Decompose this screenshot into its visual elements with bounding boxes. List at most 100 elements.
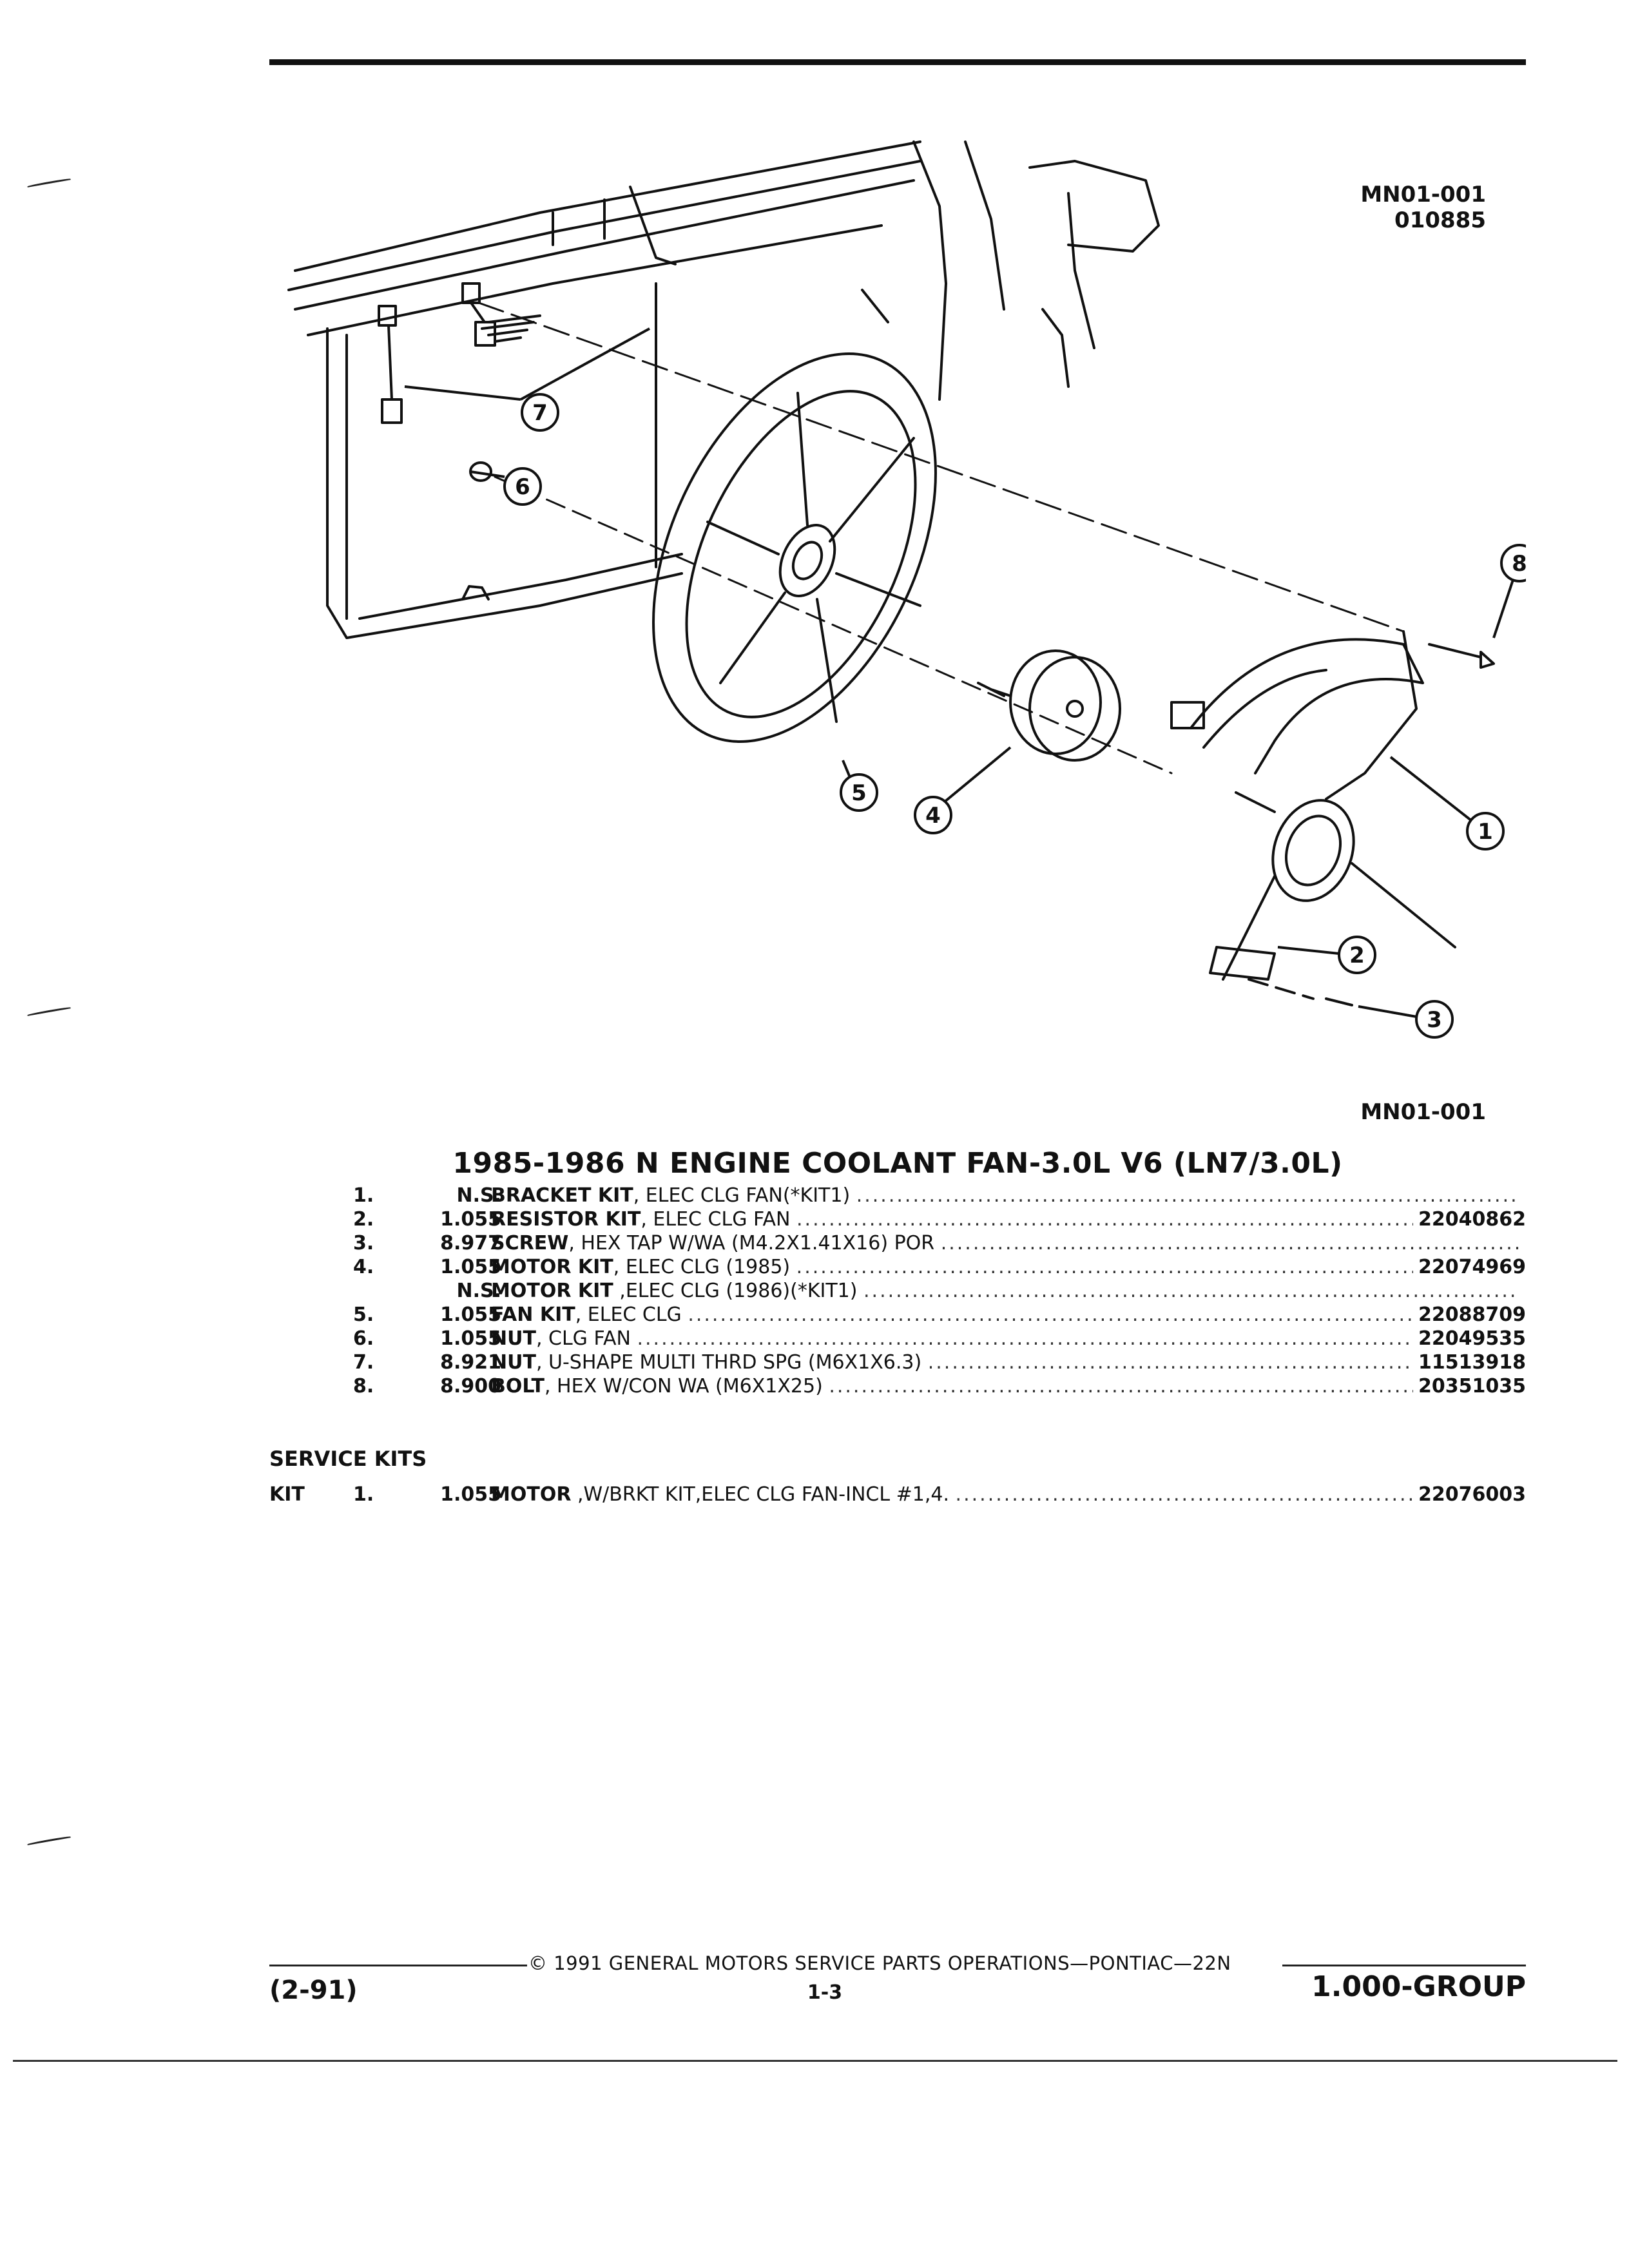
footer-copyright: © 1991 GENERAL MOTORS SERVICE PARTS OPER… — [528, 1952, 1231, 1974]
callout-4: 4 — [914, 746, 1012, 834]
part-detail: , ELEC CLG — [575, 1303, 688, 1326]
part-detail: , ELEC CLG (1985) — [613, 1256, 796, 1278]
part-number: 20351035 — [1413, 1375, 1526, 1398]
exploded-diagram: 7 6 8 5 4 1 2 3 — [287, 140, 1526, 1039]
motor-4 — [977, 649, 1121, 762]
leader-dots: ........................................… — [829, 1375, 1519, 1398]
part-name: FAN KIT — [491, 1303, 575, 1326]
parts-row: N.S.MOTOR KIT ,ELEC CLG (1986)(*KIT1) ..… — [269, 1280, 1526, 1303]
part-description: BOLT, HEX W/CON WA (M6X1X25) ...........… — [491, 1375, 1519, 1398]
part-detail: ,W/BRKT KIT,ELEC CLG FAN-INCL #1,4. — [571, 1483, 956, 1506]
footer-group: 1.000-GROUP — [1311, 1970, 1526, 2003]
part-number: 11513918 — [1413, 1351, 1526, 1374]
group-number: 8.921 — [440, 1351, 501, 1374]
group-number: N.S. — [456, 1280, 501, 1302]
group-number: 1.055 — [440, 1483, 501, 1506]
group-number: 1.055 — [440, 1327, 501, 1350]
svg-text:7: 7 — [532, 400, 548, 426]
part-detail: ,ELEC CLG (1986)(*KIT1) — [613, 1280, 864, 1302]
callout-8: 8 — [1492, 544, 1526, 639]
part-name: MOTOR KIT — [491, 1280, 613, 1302]
part-description: BRACKET KIT, ELEC CLG FAN(*KIT1) .......… — [491, 1184, 1519, 1207]
group-number: 8.900 — [440, 1375, 501, 1398]
part-name: SCREW — [491, 1232, 569, 1254]
item-number: 7. — [353, 1351, 374, 1374]
callout-6: 6 — [470, 467, 542, 506]
figure-id-bottom: MN01-001 — [1360, 1099, 1486, 1125]
part-detail: , CLG FAN — [535, 1327, 637, 1350]
svg-text:2: 2 — [1349, 943, 1365, 968]
leader-dots: ........................................… — [688, 1303, 1519, 1326]
clip-7a — [378, 305, 397, 327]
part-name: RESISTOR KIT — [491, 1208, 641, 1231]
item-number: 1. — [353, 1184, 374, 1207]
part-number: 22076003 — [1413, 1483, 1526, 1506]
radiator-support — [287, 140, 1160, 639]
group-number: 1.055 — [440, 1256, 501, 1278]
part-description: NUT, U-SHAPE MULTI THRD SPG (M6X1X6.3) .… — [491, 1351, 1519, 1374]
figure-code: 010885 — [1394, 207, 1486, 233]
bolt-8 — [1428, 643, 1495, 669]
punch-mark — [27, 1836, 71, 1845]
part-description: SCREW, HEX TAP W/WA (M4.2X1.41X16) POR .… — [491, 1232, 1519, 1254]
svg-text:8: 8 — [1512, 551, 1526, 577]
part-detail: , HEX W/CON WA (M6X1X25) — [544, 1375, 829, 1398]
clip-7b — [381, 398, 403, 424]
svg-text:4: 4 — [925, 803, 941, 829]
part-name: BOLT — [491, 1375, 545, 1398]
leader-dots: ........................................… — [863, 1280, 1519, 1302]
item-number: 1. — [353, 1483, 374, 1506]
part-number: 22040862 — [1413, 1208, 1526, 1231]
callout-3: 3 — [1358, 1000, 1454, 1039]
svg-text:6: 6 — [515, 474, 530, 500]
punch-mark — [27, 178, 71, 187]
part-detail: , U-SHAPE MULTI THRD SPG (M6X1X6.3) — [535, 1351, 928, 1374]
figure-id: MN01-001 — [1360, 182, 1486, 207]
footer-rule-right — [1282, 1965, 1526, 1966]
part-description: RESISTOR KIT, ELEC CLG FAN .............… — [491, 1208, 1519, 1231]
part-number: 22049535 — [1413, 1327, 1526, 1350]
part-name: BRACKET KIT — [491, 1184, 633, 1207]
callout-7: 7 — [404, 327, 650, 432]
footer-date: (2-91) — [269, 1975, 358, 2005]
item-number: 3. — [353, 1232, 374, 1254]
callout-1: 1 — [1389, 756, 1505, 850]
punch-mark — [27, 1006, 71, 1016]
bottom-rule — [13, 2060, 1617, 2062]
item-number: 8. — [353, 1375, 374, 1398]
callout-5: 5 — [840, 760, 878, 812]
group-number: N.S. — [456, 1184, 501, 1207]
part-detail: , ELEC CLG FAN(*KIT1) — [633, 1184, 856, 1207]
part-description: MOTOR KIT ,ELEC CLG (1986)(*KIT1) ......… — [491, 1280, 1519, 1302]
part-detail: , HEX TAP W/WA (M4.2X1.41X16) POR — [568, 1232, 941, 1254]
svg-text:5: 5 — [851, 780, 867, 806]
callout-2: 2 — [1277, 936, 1376, 974]
part-number: 22088709 — [1413, 1303, 1526, 1326]
part-name: MOTOR KIT — [491, 1256, 613, 1278]
bracket-1 — [1170, 630, 1456, 981]
parts-row: 1. N.S.BRACKET KIT, ELEC CLG FAN(*KIT1) .… — [269, 1184, 1526, 1208]
leader-dots: ........................................… — [637, 1327, 1519, 1350]
parts-list: 1.N.S.BRACKET KIT, ELEC CLG FAN(*KIT1) .… — [269, 1184, 1526, 1399]
leader-dots: ........................................… — [796, 1208, 1519, 1231]
part-name: NUT — [491, 1351, 536, 1374]
part-name: NUT — [491, 1327, 536, 1350]
leader-dots: ........................................… — [856, 1184, 1519, 1207]
part-number: 22074969 — [1413, 1256, 1526, 1278]
footer-rule-left — [269, 1965, 527, 1966]
group-number: 8.977 — [440, 1232, 501, 1254]
service-kits-heading: SERVICE KITS — [269, 1446, 427, 1471]
group-number: 1.055 — [440, 1208, 501, 1231]
group-number: 1.055 — [440, 1303, 501, 1326]
page-title: 1985-1986 N ENGINE COOLANT FAN-3.0L V6 (… — [452, 1147, 1343, 1180]
item-number: 5. — [353, 1303, 374, 1326]
resistor-2 — [1209, 946, 1276, 981]
svg-text:1: 1 — [1478, 819, 1493, 845]
